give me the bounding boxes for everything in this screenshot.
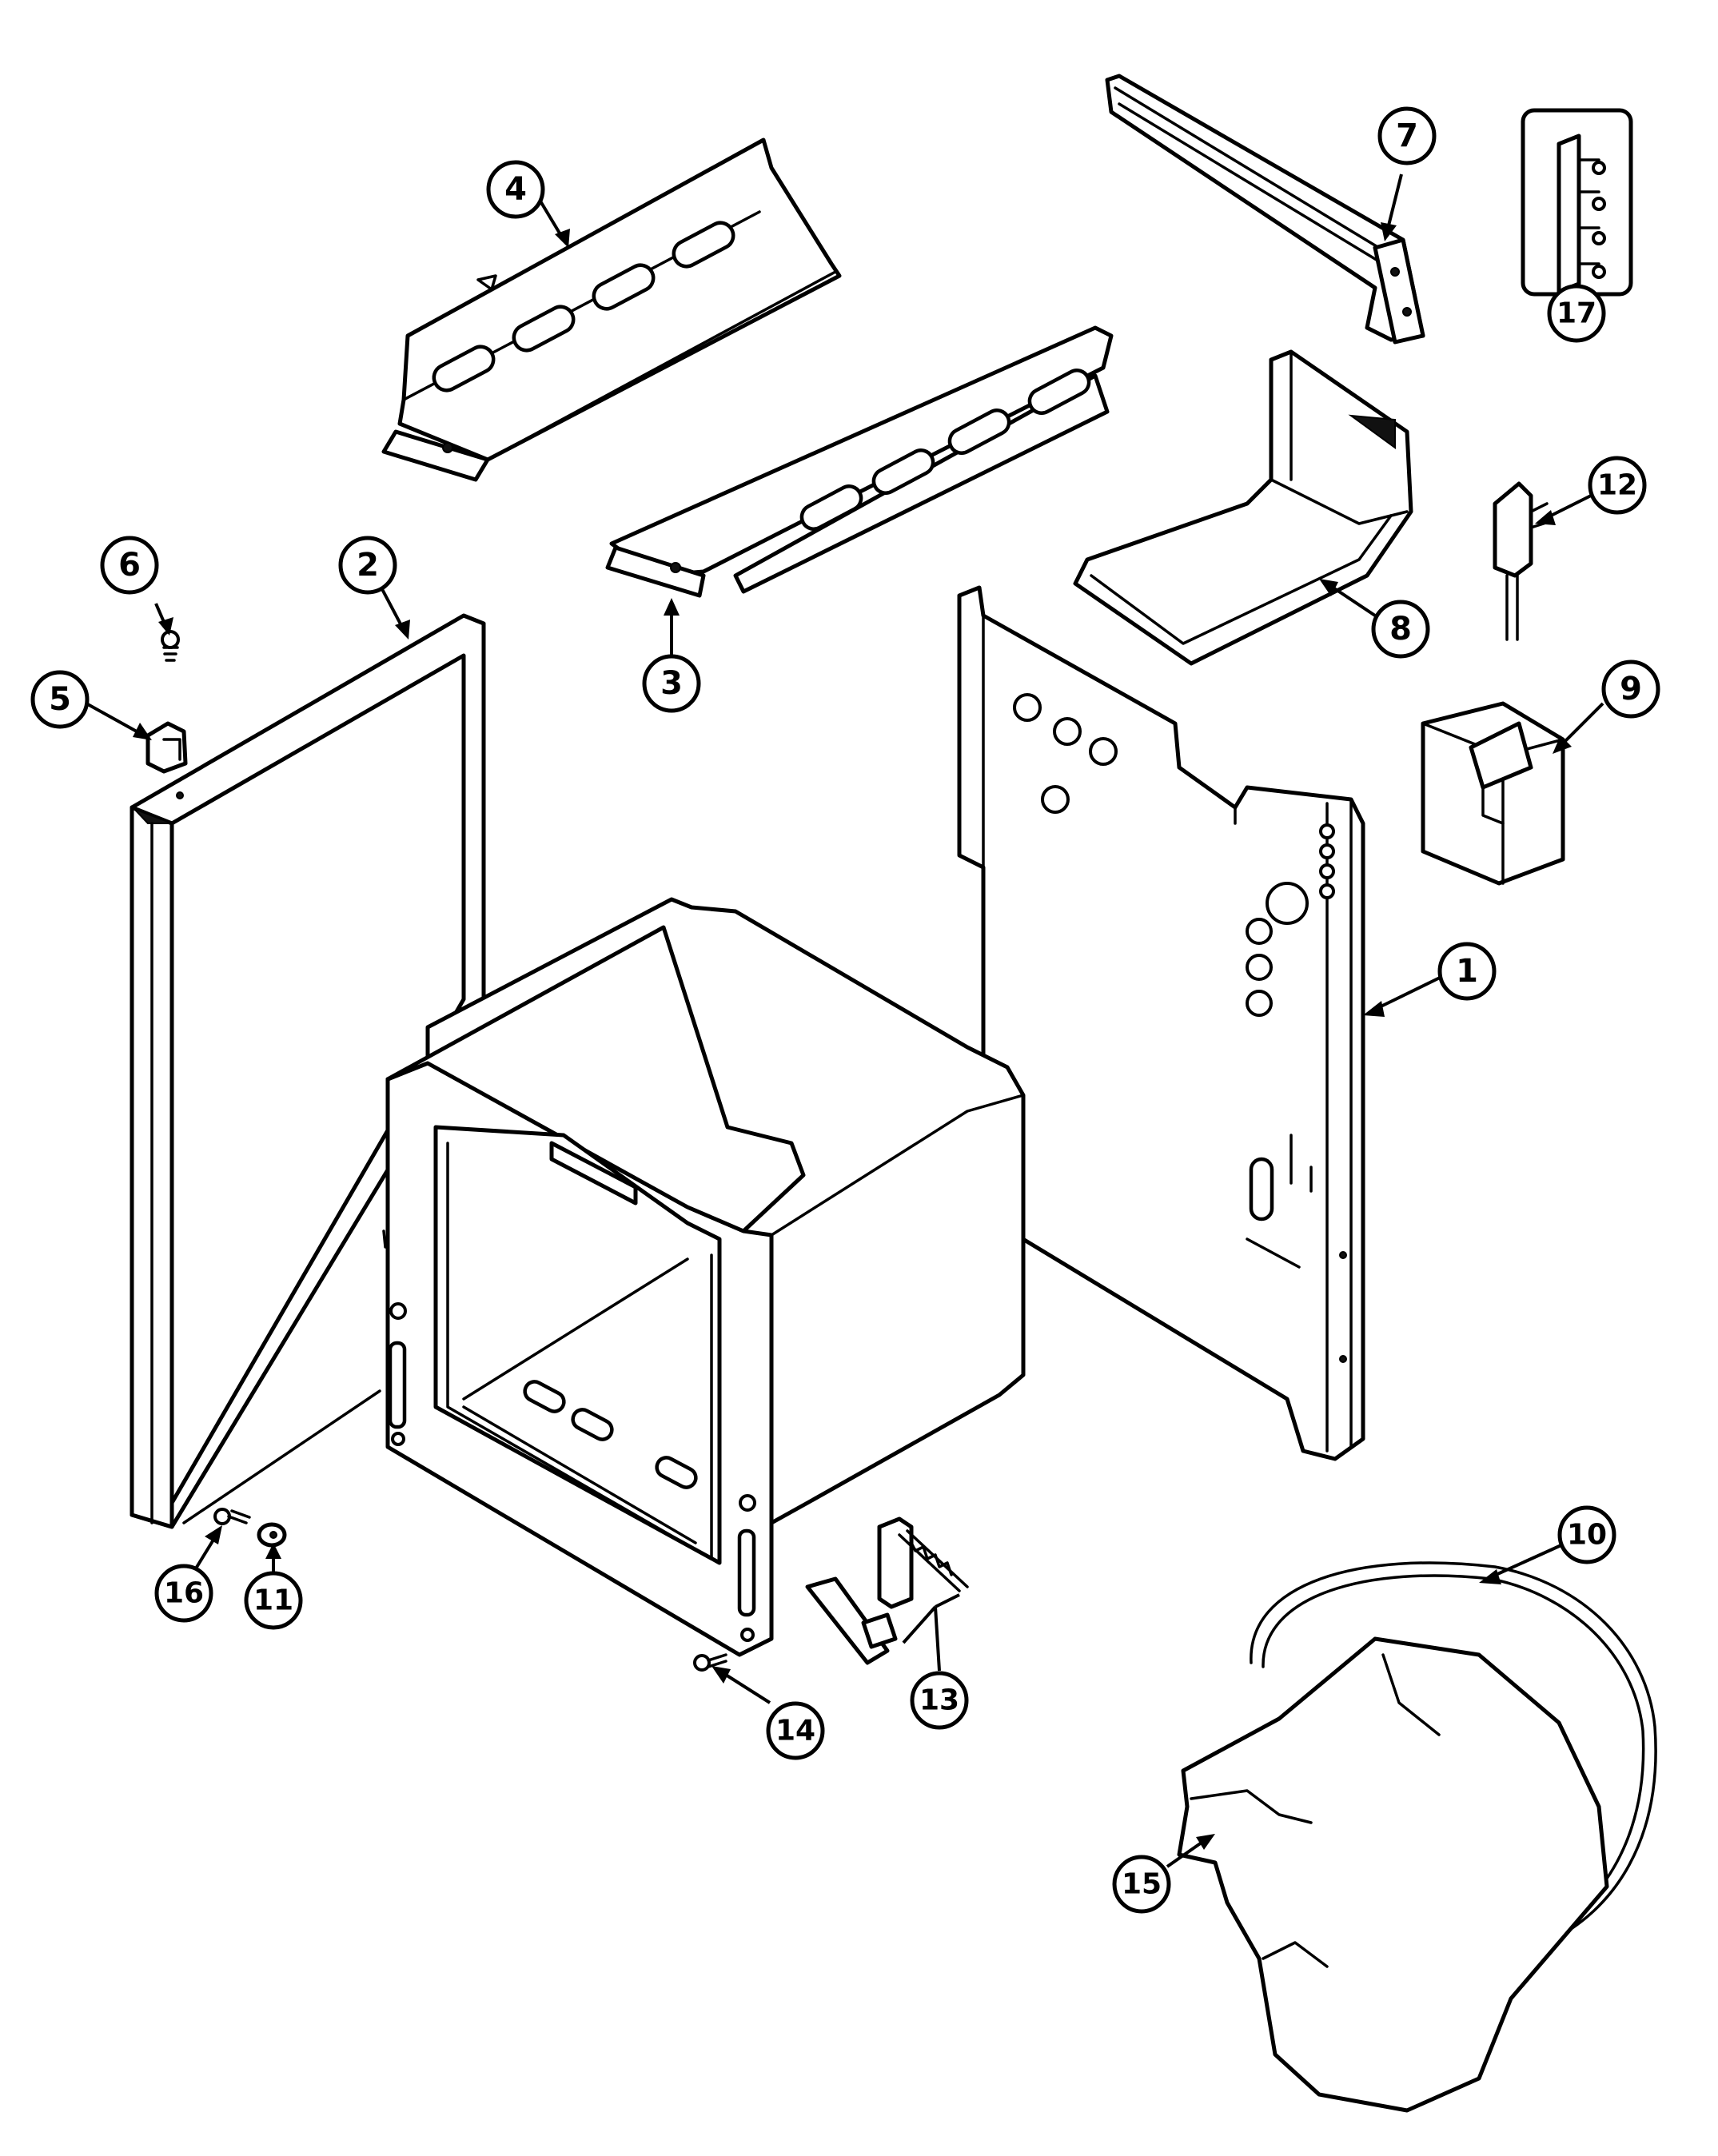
callout-17-label: 17	[1557, 297, 1596, 330]
callout-15-label: 15	[1122, 1868, 1162, 1901]
callout-1-label: 1	[1456, 953, 1478, 990]
callout-2: 2	[338, 536, 397, 595]
part-6-screw	[161, 630, 180, 662]
part-11-bumper	[257, 1522, 287, 1548]
part-10-gasket	[1250, 1561, 1657, 1944]
part-13-door-hinge	[805, 1516, 969, 1665]
callout-13: 13	[910, 1671, 969, 1730]
callout-3-label: 3	[660, 665, 683, 702]
callout-6: 6	[100, 536, 159, 595]
assembly-lines	[182, 1229, 1289, 1524]
callout-16: 16	[154, 1564, 213, 1623]
callout-1: 1	[1437, 942, 1497, 1001]
callout-14: 14	[766, 1701, 825, 1760]
callout-12-label: 12	[1597, 469, 1637, 502]
part-5-corner-clip	[145, 721, 188, 774]
callout-5-label: 5	[49, 681, 71, 718]
part-17-terminal-block	[1521, 108, 1633, 297]
part-16-screw	[213, 1508, 251, 1525]
part-2-door-frame	[130, 613, 486, 1529]
part-8-vent-duct	[1073, 349, 1413, 666]
callout-10-label: 10	[1567, 1519, 1607, 1552]
callout-16-label: 16	[164, 1577, 204, 1610]
callout-11-label: 11	[253, 1584, 293, 1617]
callout-4: 4	[486, 160, 545, 219]
callout-9-label: 9	[1620, 671, 1642, 707]
callout-17: 17	[1547, 284, 1606, 343]
part-1-side-panel	[957, 585, 1365, 1461]
callout-14-label: 14	[775, 1715, 815, 1748]
callout-11: 11	[244, 1571, 303, 1630]
part-12-power-cord-plug	[1493, 481, 1553, 641]
part-3-lower-bracket	[605, 325, 1114, 598]
callout-13-label: 13	[919, 1684, 959, 1717]
callout-5: 5	[30, 670, 90, 729]
part-4-upper-bracket	[381, 137, 842, 482]
callout-4-label: 4	[504, 171, 527, 208]
callout-8: 8	[1371, 600, 1430, 659]
callout-10: 10	[1557, 1505, 1616, 1564]
callout-7: 7	[1377, 106, 1437, 165]
leader-lines	[86, 173, 1604, 1868]
oven-cavity	[385, 897, 1026, 1657]
callout-9: 9	[1601, 660, 1660, 719]
callout-2-label: 2	[357, 547, 379, 584]
callout-12: 12	[1588, 456, 1647, 515]
callout-7-label: 7	[1396, 118, 1418, 154]
part-15-insulation	[1177, 1636, 1609, 2113]
callout-6-label: 6	[118, 547, 141, 584]
callout-15: 15	[1112, 1855, 1171, 1914]
part-9-junction-box	[1421, 701, 1565, 886]
part-7-vent-duct	[1105, 74, 1425, 345]
callout-8-label: 8	[1389, 611, 1412, 648]
callout-3: 3	[642, 654, 701, 713]
part-14-screw	[693, 1653, 727, 1672]
